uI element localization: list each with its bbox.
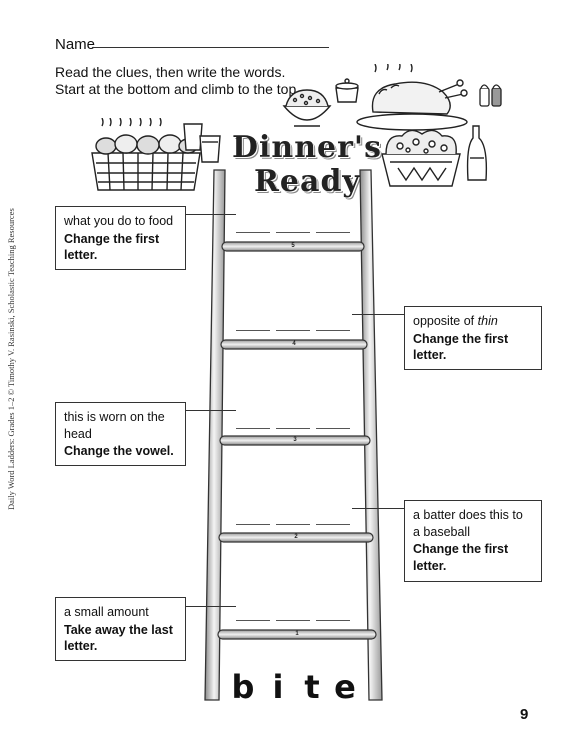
ladder-rail-right — [359, 169, 383, 701]
start-letter: b — [231, 668, 255, 706]
clue-instruction: Change the first letter. — [413, 542, 509, 573]
clue-hint: a small amount — [64, 605, 149, 619]
clue-box-rung-5: what you do to food Change the first let… — [55, 206, 186, 270]
start-letter: i — [272, 668, 284, 706]
cups-icon — [183, 123, 221, 163]
rung-number-5: 5 — [291, 243, 295, 249]
name-label: Name — [55, 36, 96, 53]
page-number: 9 — [520, 706, 529, 723]
salad-bowl-icon — [381, 129, 461, 187]
rung-number-2: 2 — [294, 534, 298, 540]
clue-hint: a batter does this to a baseball — [413, 508, 523, 539]
salt-shaker-icon — [479, 84, 502, 107]
clue-connector-3 — [186, 410, 236, 411]
clue-instruction: Change the first letter. — [64, 231, 160, 263]
start-letter: t — [304, 668, 320, 706]
clue-box-rung-4: opposite of thin Change the first letter… — [404, 306, 542, 370]
ladder-rung-3 — [219, 435, 371, 446]
pot-icon — [335, 78, 359, 103]
start-letter: e — [334, 668, 356, 706]
title-line-1: Dinner's — [232, 130, 383, 165]
clue-hint: what you do to food — [64, 214, 174, 228]
clue-connector-4 — [352, 314, 404, 315]
clue-instruction: Take away the last letter. — [64, 622, 173, 654]
ladder-rung-1 — [217, 629, 377, 640]
clue-instruction: Change the vowel. — [64, 444, 174, 458]
name-field[interactable] — [92, 47, 329, 48]
rice-bowl-icon — [282, 89, 332, 127]
rung-number-3: 3 — [293, 437, 297, 443]
ladder-rail-left — [204, 169, 226, 701]
clue-connector-2 — [352, 508, 404, 509]
clue-instruction: Change the first letter. — [413, 331, 509, 363]
clue-box-rung-3: this is worn on the head Change the vowe… — [55, 402, 186, 466]
clue-connector-1 — [186, 606, 236, 607]
roast-turkey-icon — [356, 64, 468, 131]
clue-box-rung-1: a small amount Take away the last letter… — [55, 597, 186, 661]
clue-connector-5 — [186, 214, 236, 215]
clue-box-rung-2: a batter does this to a baseball Change … — [404, 500, 542, 582]
instruction-line-1: Read the clues, then write the words. — [55, 64, 286, 80]
title-line-2: Ready — [254, 164, 361, 199]
ladder-rung-4 — [220, 339, 368, 350]
rung-number-1: 1 — [295, 631, 299, 637]
rung-number-4: 4 — [292, 341, 296, 347]
instruction-line-2: Start at the bottom and climb to the top… — [55, 81, 301, 97]
ladder-rung-2 — [218, 532, 374, 543]
bread-basket-icon — [91, 118, 201, 191]
clue-hint: opposite of thin — [413, 314, 498, 328]
clue-hint: this is worn on the head — [64, 410, 165, 441]
bottle-icon — [466, 125, 488, 181]
ladder-rung-5 — [221, 241, 365, 252]
